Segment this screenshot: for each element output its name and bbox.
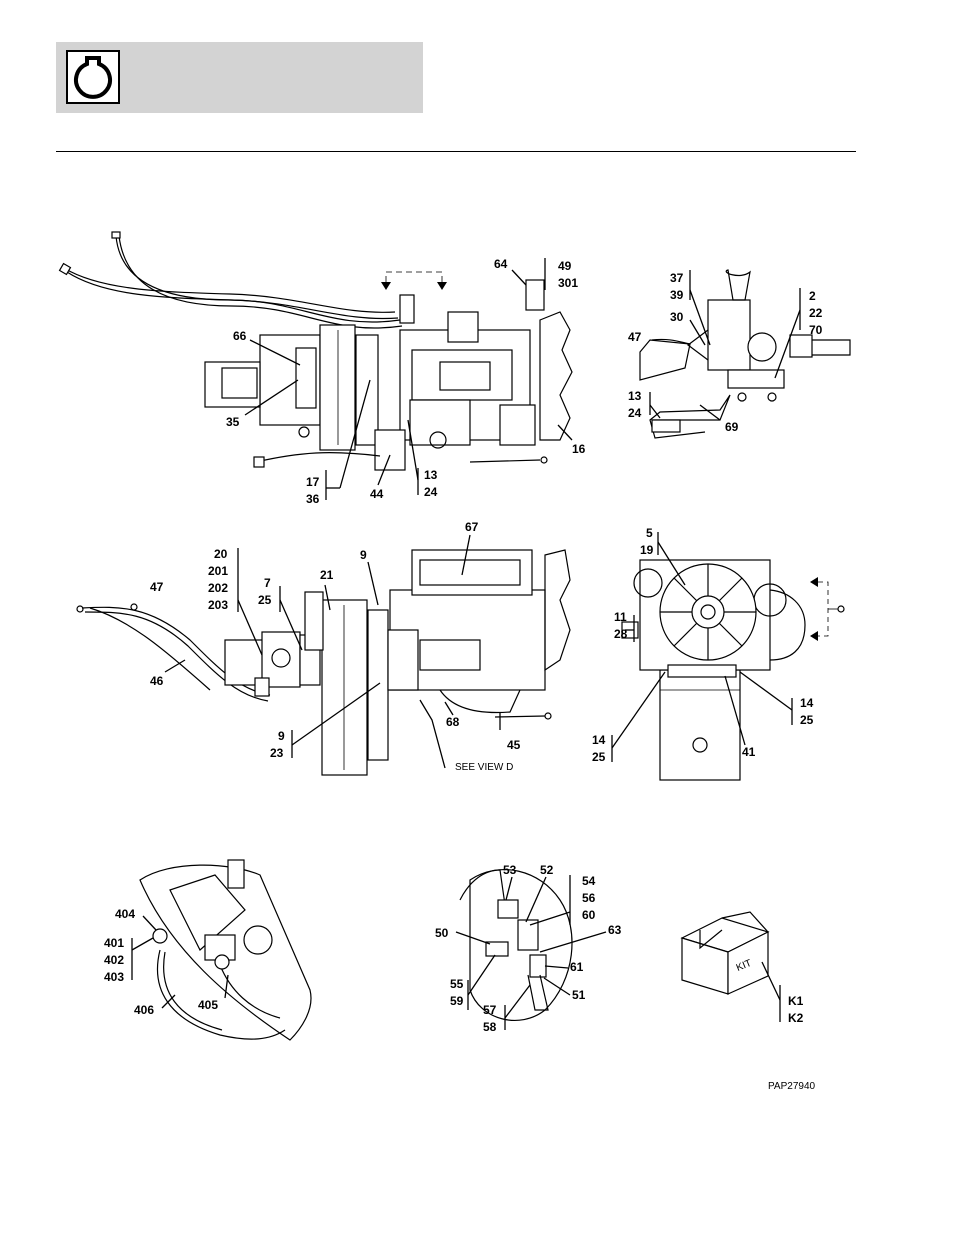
- callout: 60: [582, 908, 596, 922]
- callout: 41: [742, 745, 756, 759]
- callout: 57: [483, 1003, 497, 1017]
- kit-box-icon: KIT: [682, 912, 768, 994]
- callout: 58: [483, 1020, 497, 1034]
- callout: 67: [465, 520, 479, 534]
- callout: 22: [809, 306, 823, 320]
- engine-front-view: [622, 560, 844, 780]
- callout: 39: [670, 288, 684, 302]
- callout: 63: [608, 923, 622, 937]
- callout: 36: [306, 492, 320, 506]
- callout: 54: [582, 874, 596, 888]
- callout: 59: [450, 994, 464, 1008]
- callout: 47: [150, 580, 164, 594]
- callout: 11: [614, 610, 627, 624]
- callout: 68: [446, 715, 460, 729]
- fitting-detail-view: [140, 860, 311, 1040]
- callout: 49: [558, 259, 572, 273]
- callout: 64: [494, 257, 508, 271]
- callout: 30: [670, 310, 684, 324]
- callout: 46: [150, 674, 164, 688]
- callout: 25: [258, 593, 272, 607]
- callout: 7: [264, 576, 271, 590]
- callout: 402: [104, 953, 124, 967]
- callout: 61: [570, 960, 584, 974]
- callout: 25: [592, 750, 606, 764]
- callout: 37: [670, 271, 684, 285]
- callout: 53: [503, 863, 517, 877]
- callout: 403: [104, 970, 124, 984]
- callout: 55: [450, 977, 464, 991]
- leader-lines-e: [132, 916, 228, 1008]
- callout: 70: [809, 323, 823, 337]
- callout: 201: [208, 564, 228, 578]
- callout: 24: [424, 485, 438, 499]
- callout: 405: [198, 998, 218, 1012]
- callout: 13: [424, 468, 438, 482]
- callout: 47: [628, 330, 642, 344]
- callout: 35: [226, 415, 240, 429]
- callout: 401: [104, 936, 124, 950]
- callout: 69: [725, 420, 739, 434]
- callout: 44: [370, 487, 384, 501]
- callout: 28: [614, 627, 628, 641]
- callout: 9: [360, 548, 367, 562]
- callout: 14: [592, 733, 606, 747]
- callout: 16: [572, 442, 586, 456]
- callout: 404: [115, 907, 135, 921]
- figure-id: PAP27940: [768, 1081, 816, 1092]
- callout: 9: [278, 729, 285, 743]
- callout: 14: [800, 696, 814, 710]
- callout: 56: [582, 891, 596, 905]
- callout: 23: [270, 746, 284, 760]
- callout: 301: [558, 276, 578, 290]
- callout: 13: [628, 389, 642, 403]
- callout: K2: [788, 1011, 804, 1025]
- callout: 202: [208, 581, 228, 595]
- view-note: SEE VIEW D: [455, 762, 513, 773]
- callout: 5: [646, 526, 653, 540]
- callout: 2: [809, 289, 816, 303]
- callout: 20: [214, 547, 228, 561]
- callout: 51: [572, 988, 586, 1002]
- callout: 24: [628, 406, 642, 420]
- callout: 19: [640, 543, 654, 557]
- callout: 50: [435, 926, 449, 940]
- sensor-detail-view: [460, 870, 572, 1021]
- callout: 66: [233, 329, 247, 343]
- callout: 21: [320, 568, 334, 582]
- callout: 25: [800, 713, 814, 727]
- callout: K1: [788, 994, 804, 1008]
- callout: 406: [134, 1003, 154, 1017]
- callout: 203: [208, 598, 228, 612]
- callout: 17: [306, 475, 320, 489]
- callout: 52: [540, 863, 554, 877]
- callout: 45: [507, 738, 521, 752]
